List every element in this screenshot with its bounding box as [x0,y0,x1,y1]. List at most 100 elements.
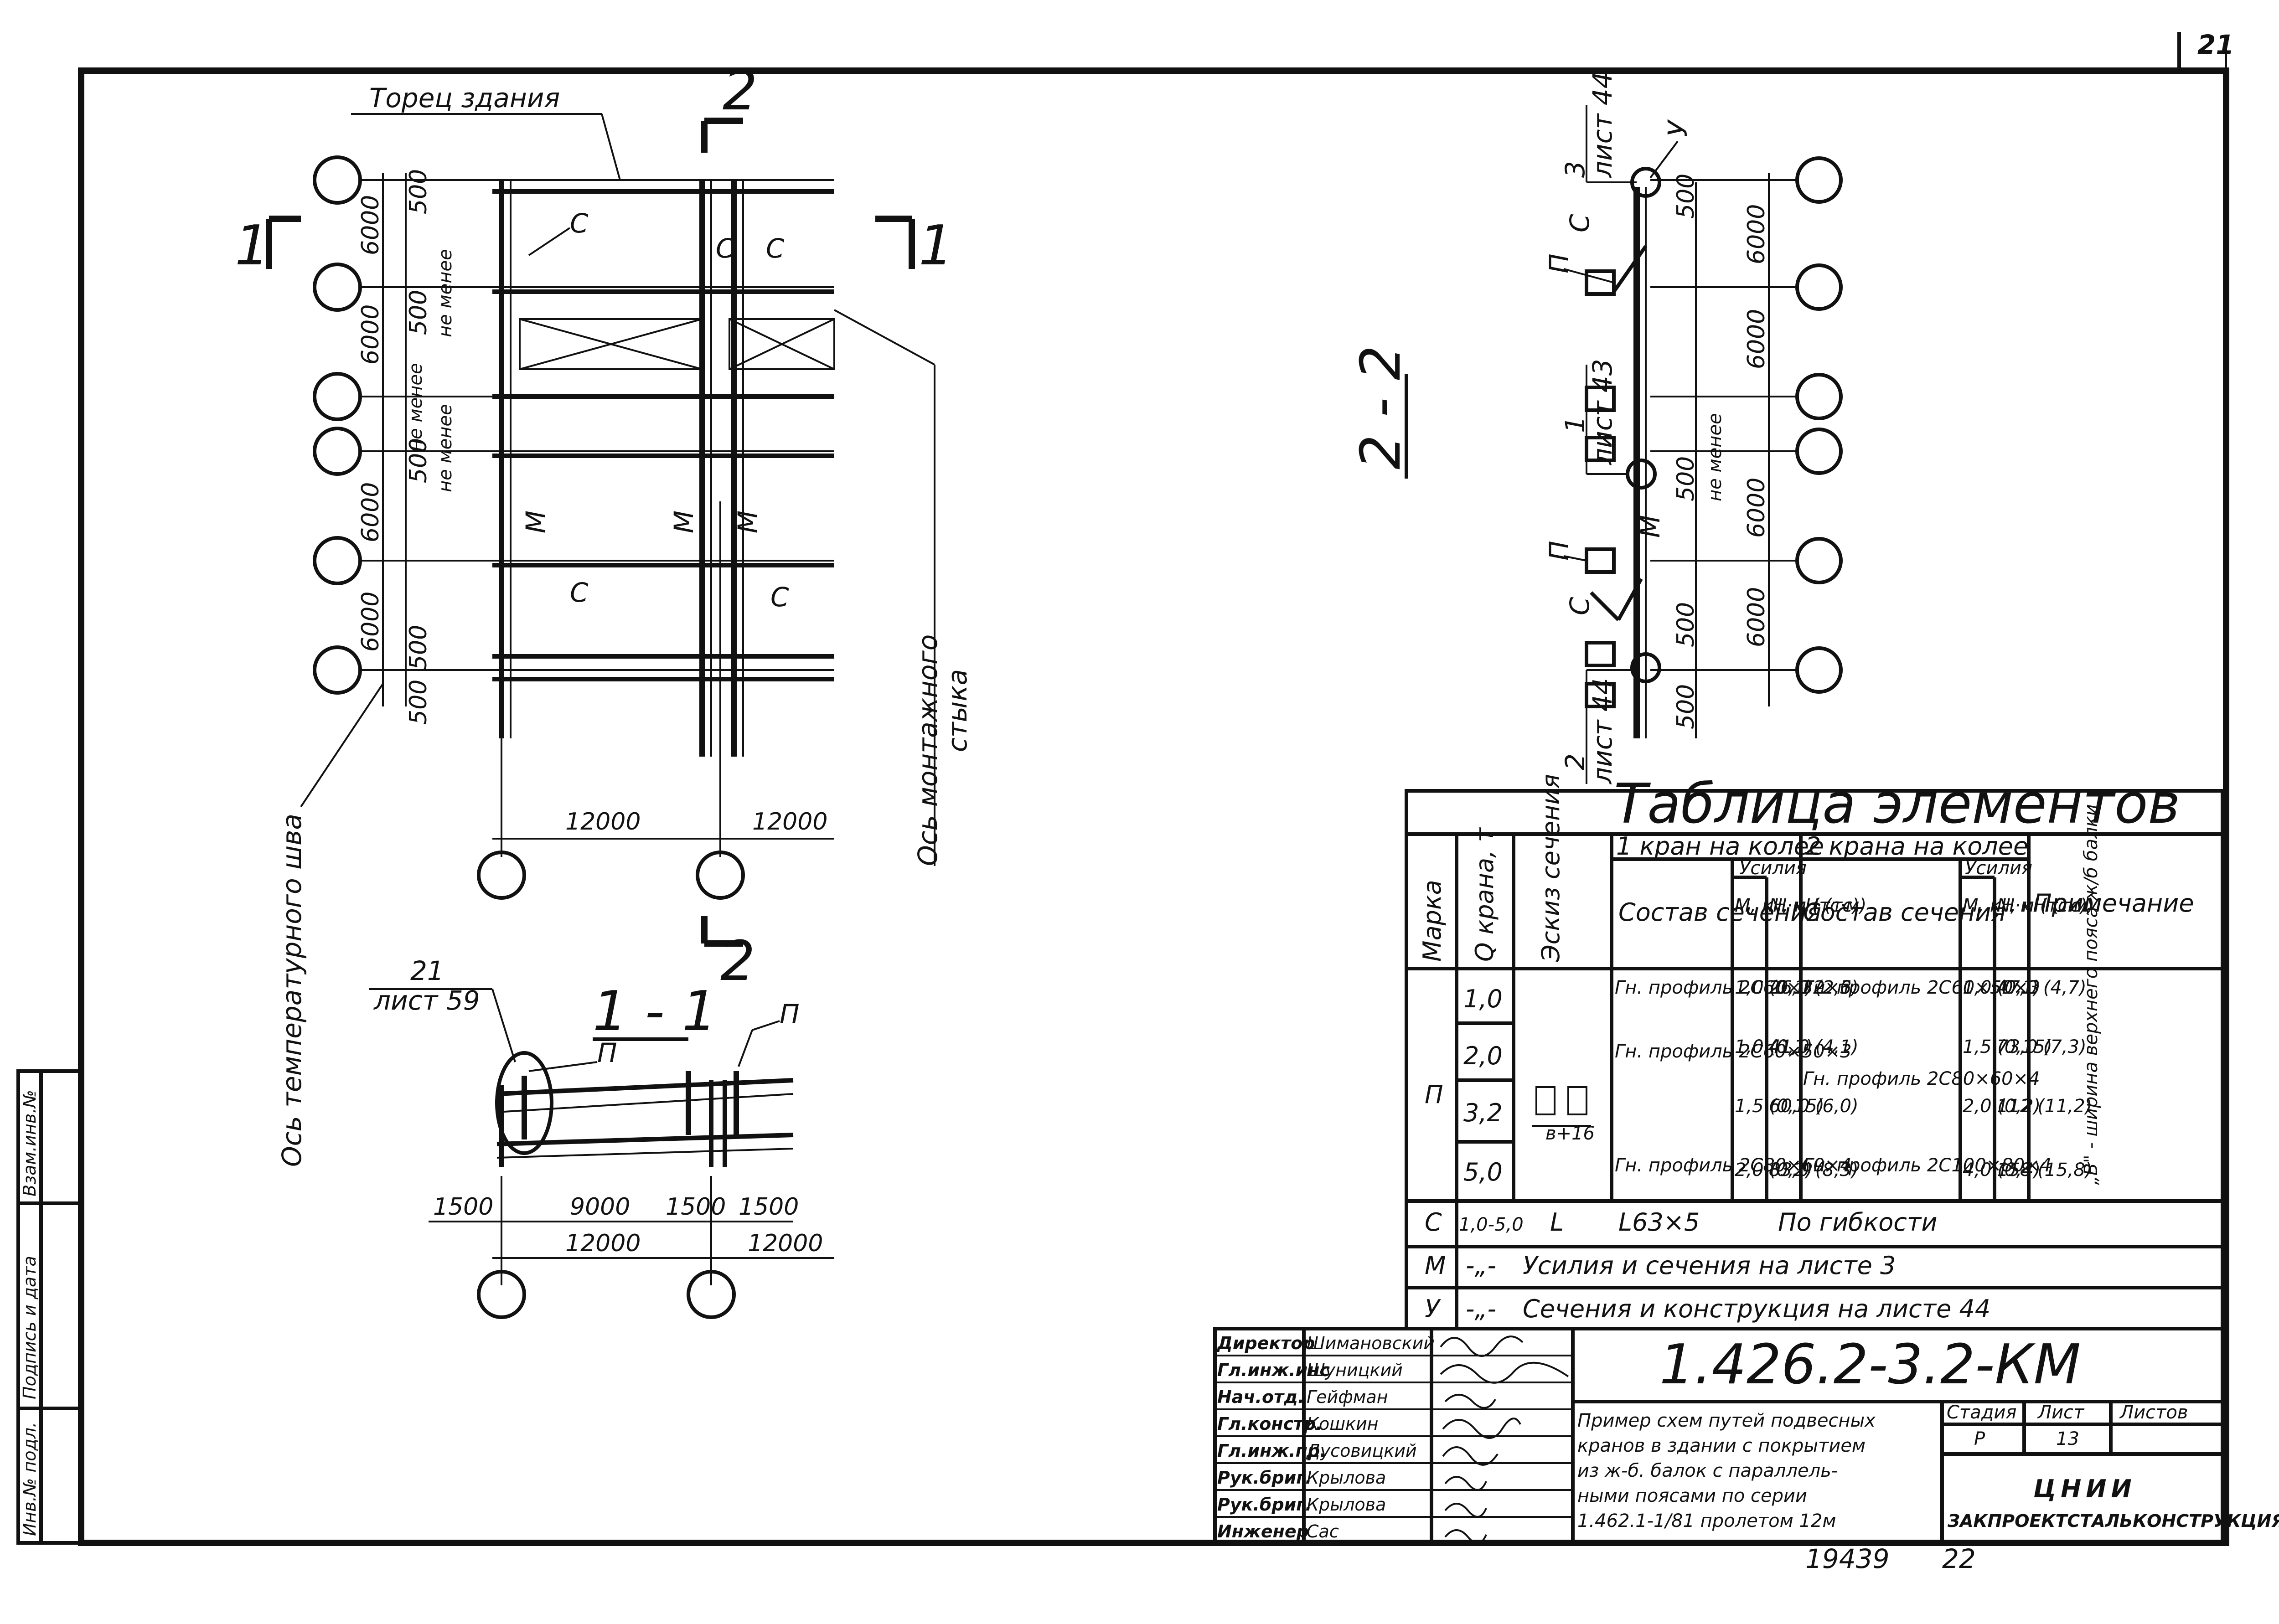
plan-dim-500-2: 500 [405,290,432,335]
table-h-composition-2: Состав сечения [1803,898,2006,927]
plan-not-less-2: не менее [405,363,426,451]
archive-suffix: 22 [1942,1543,1976,1574]
section-22-mark-m: М [1635,515,1666,538]
sheet-number: 21 [2197,29,2234,60]
table-h-forces-1: Усилия [1739,858,1807,879]
stamp-h-stage: Стадия [1947,1402,2016,1423]
table-sec2-3: Гн. профиль 2С100×80×4 [1803,1155,2052,1176]
plan-mark-c-1: С [570,208,589,239]
svg-text:1: 1 [919,214,953,278]
table-row-m-text: Усилия и сечения на листе 3 [1523,1251,1896,1280]
plan-dim-6000-2: 6000 [357,304,384,365]
table-row-c-mark: С [1425,1208,1442,1237]
braces [519,318,835,370]
table-h-m2: М, кН·м (тс·м) [1963,895,2094,916]
section-11-title: 1 - 1 [593,980,717,1043]
stamp-sheet: 13 [2056,1428,2079,1449]
stamp-desc-1: Пример схем путей подвесных [1577,1410,1876,1431]
table-n2-3: 112 (11,2) [1997,1096,2092,1117]
plan-mark-c-2: С [716,233,734,264]
table-title: Таблица элементов [1614,773,2180,836]
section-22-dim-6000-3: 6000 [1743,478,1770,538]
table-h-mark: Марка [1418,880,1447,962]
table-h-forces-2: Усилия [1965,858,2032,879]
section-22-dim-500-1: 500 [1672,174,1700,219]
section-22-ref-1-sheet: лист 43 [1587,359,1618,465]
plan-dim-6000-3: 6000 [357,482,384,542]
table-n1-4: 83,0 (8,3) [1769,1160,1859,1181]
section-mark-1-right: 1 [875,214,953,278]
section-sketch [1532,1086,1591,1127]
side-stamp: Инв.№ подл. Подпись и дата Взам.инв.№ [16,1069,83,1545]
plan-dim-6000-1: 6000 [357,195,384,255]
plan-not-less-3: не менее [435,404,456,492]
section-11-beams [496,1071,794,1167]
table-n1-3: 60,0 (6,0) [1769,1096,1859,1117]
table-sketch-label: в+16 [1545,1123,1595,1144]
label-temp-joint-axis: Ось температурного шва [276,814,307,1167]
plan-span-2: 12000 [752,808,827,835]
stamp-role-3: Нач.отд. [1217,1387,1304,1407]
table-h-n1: N, кН (тс) [1769,895,1860,916]
section-11-dim-1500-b: 1500 [666,1193,726,1221]
side-stamp-inventory: Инв.№ подл. [20,1422,40,1536]
stamp-role-1: Директор [1217,1333,1315,1353]
table-row-c-sketch: L [1550,1208,1564,1237]
section-22-mark-c-2: С [1564,597,1595,615]
table-note: „В" - ширина верхнего пояса ж/б балки [2081,804,2102,1185]
section-22-ref-3: 3 [1560,161,1591,178]
title-block: Директор Гл.инж.инс Нач.отд. Гл.констр. … [1213,1327,2279,1545]
table-m1-2: 1,0 (0,1) [1735,1036,1813,1057]
sheet-frame [78,32,2229,1546]
stamp-name-1: Шимановский [1307,1333,1435,1353]
plan-span-1: 12000 [565,808,641,835]
plan-view: 6000 6000 6000 6000 500 500 не менее не … [235,59,973,1167]
table-m1-4: 2,0 (0,2) [1735,1160,1813,1181]
label-assembly-joint-axis-2: стыка [942,669,973,752]
section-mark-2-top: 2 [701,59,757,153]
section-22-not-less: не менее [1705,413,1726,501]
table-sec1-1: Гн. профиль 2С60×32×3 [1615,977,1852,998]
table-q-3: 3,2 [1463,1098,1503,1127]
table-h-n2: N, кН (тс) [1997,895,2088,916]
plan-mark-m-2: М [668,510,699,533]
table-row-u-q: -„- [1466,1294,1496,1323]
table-row-u-text: Сечения и конструкция на листе 44 [1523,1294,1990,1323]
stamp-desc-3: из ж-б. балок с параллель- [1577,1460,1838,1481]
stamp-stage: Р [1974,1428,1985,1449]
section-22-mark-c-1: С [1564,214,1595,232]
table-h-m1: М, кН·м (тс·м) [1735,895,1866,916]
section-11-ref-sheet: лист 59 [373,985,480,1016]
table-sec1-3: Гн. профиль 2С80×60×4 [1615,1155,1852,1176]
stamp-name-3: Гейфман [1307,1387,1388,1407]
table-h-note: Примечание [2033,889,2194,918]
table-sec1-2: Гн. профиль 2С60×50×3 [1615,1041,1852,1062]
table-h-two-cranes: 2 крана на колее [1805,832,2028,861]
section-22-ref-3-sheet: лист 44 [1587,72,1618,178]
svg-text:1: 1 [235,214,269,278]
section-22-ref-1: 1 [1560,416,1591,433]
stamp-name-6: Крылова [1307,1468,1386,1488]
section-11-span-1: 12000 [565,1230,641,1257]
stamp-desc-5: 1.462.1-1/81 пролетом 12м [1577,1511,1836,1531]
side-stamp-signature: Подпись и дата [20,1256,40,1399]
plan-dim-500-4: 500 [405,625,432,670]
table-n1-2: 41,0 (4,1) [1769,1036,1859,1057]
section-22-axis-lines [1650,173,1796,738]
stamp-name-7: Крылова [1307,1495,1386,1515]
plan-mark-c-4: С [570,577,589,608]
stamp-role-6: Рук.бриг. [1217,1468,1312,1488]
table-q-1: 1,0 [1463,985,1503,1013]
table-row-c-text: По гибкости [1778,1208,1937,1237]
table-grid [1406,834,2222,1329]
side-stamp-replace: Взам.инв.№ [20,1090,40,1196]
stamp-code: 1.426.2-3.2-КМ [1659,1333,2081,1397]
title-block-rows [1215,1355,1573,1518]
section-mark-1-left: 1 [235,214,301,278]
plan-dim-500-1: 500 [405,169,432,214]
table-n1-1: 26,0 (2,6) [1769,977,1859,998]
stamp-role-4: Гл.констр. [1217,1414,1323,1434]
stamp-h-sheet: Лист [2037,1402,2085,1423]
stamp-desc-2: кранов в здании с покрытием [1577,1435,1866,1456]
